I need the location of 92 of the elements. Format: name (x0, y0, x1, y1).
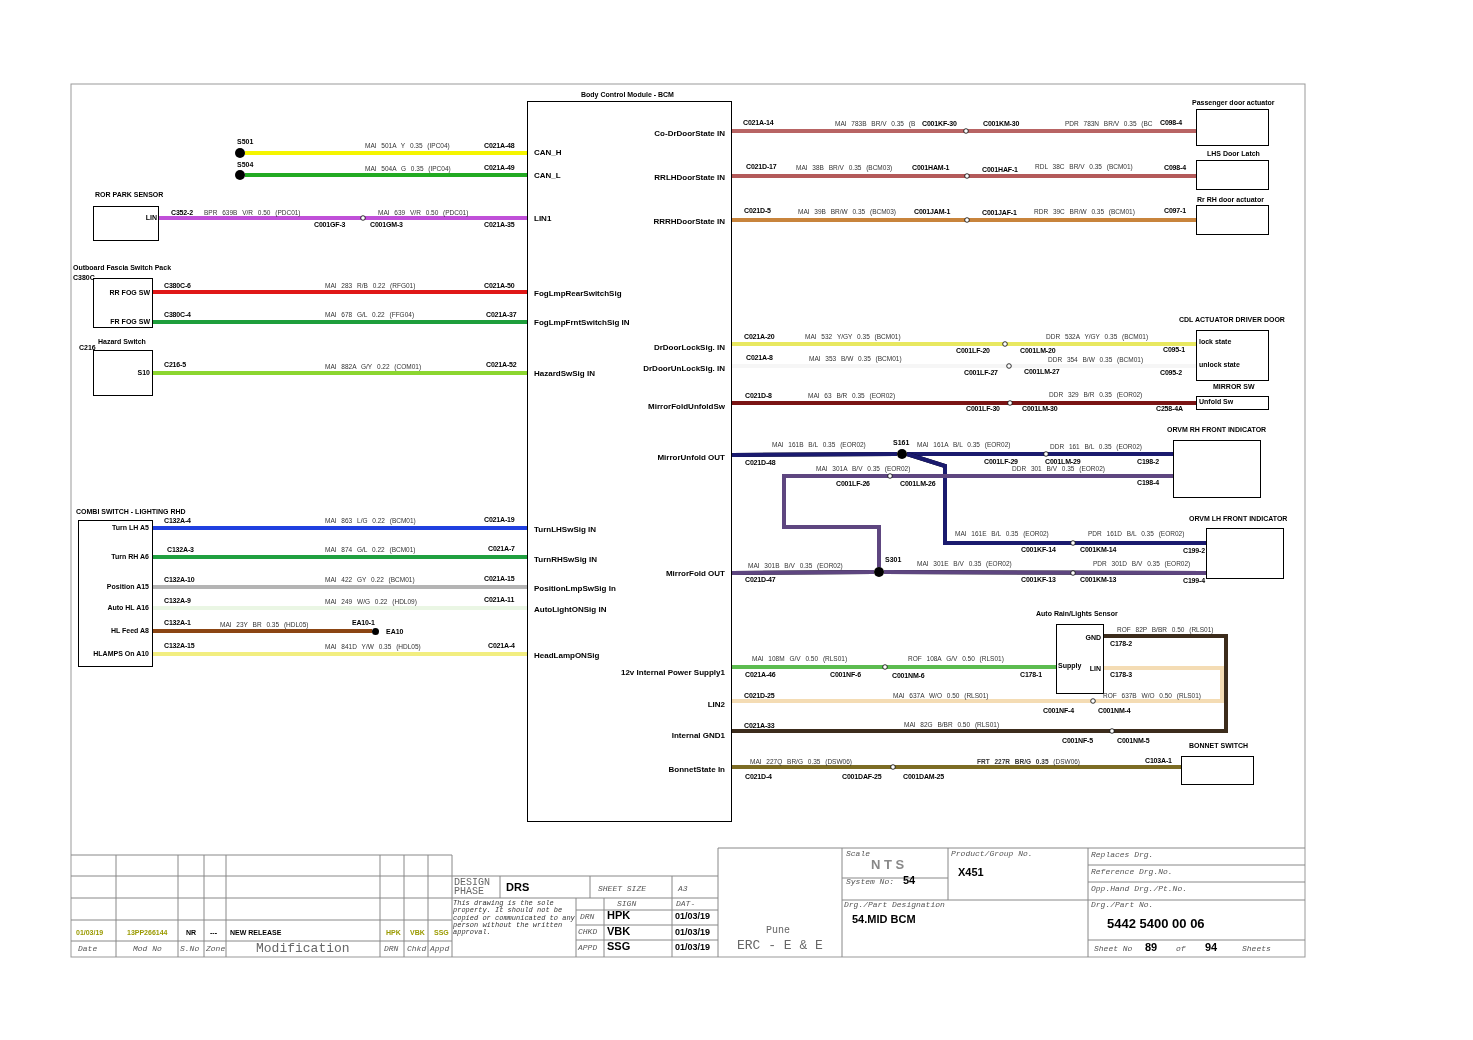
wire (732, 218, 1196, 222)
title-block-text: Opp.Hand Drg./Pt.No. (1091, 885, 1187, 893)
title-block-text: 89 (1145, 942, 1158, 953)
wire (732, 634, 1228, 733)
title-block-text: SSG (607, 941, 631, 952)
pin-label: FogLmpRearSwitchSig (528, 288, 640, 300)
title-block-text: S.No (180, 945, 200, 953)
title-block-text: Reference Drg.No. (1091, 868, 1173, 876)
title-block-text: Sheet No (1094, 945, 1133, 953)
title-block-text: Pune (766, 926, 790, 936)
pin-label: HazardSwSig IN (528, 368, 640, 380)
pin-label: MirrorFold OUT (593, 568, 733, 580)
splice-point (235, 148, 245, 158)
pin-label: BonnetState In (593, 764, 733, 776)
wire (153, 320, 527, 324)
title-block-text: X451 (958, 867, 984, 878)
wire (153, 629, 372, 633)
title-block-text: Drg./Part Designation (844, 901, 945, 909)
title-block-text: CHKD (578, 928, 598, 936)
pin-label: Internal GND1 (593, 730, 733, 742)
splice-point (897, 449, 907, 459)
pin-label: AutoLightONSig IN (528, 604, 640, 616)
title-block-text: Chkd (407, 945, 427, 953)
title-block-text: 94 (1205, 942, 1218, 953)
wire (884, 570, 1206, 575)
title-block-text: Product/Group No. (951, 850, 1033, 858)
title-block-text: SHEET SIZE (598, 885, 646, 893)
title-block-text: A3 (678, 885, 688, 893)
wire (732, 342, 1196, 346)
title-block-text: DESIGN PHASE (454, 878, 491, 896)
pin-label: FogLmpFrntSwitchSig IN (528, 317, 640, 329)
title-block-text: of (1176, 945, 1186, 953)
title-block-text: 54 (903, 875, 916, 886)
title-block-text: Mod No (133, 945, 162, 953)
title-block-text: System No: (846, 878, 894, 886)
wire (732, 129, 1196, 133)
title-block-text: DRN (384, 945, 399, 953)
title-block-text: 01/03/19 (675, 928, 711, 937)
title-block-text: SIGN (617, 900, 637, 908)
wire (732, 401, 1196, 405)
title-block-text: VBK (607, 926, 631, 937)
pin-label: HeadLampONSig (528, 650, 640, 662)
wire (153, 526, 527, 530)
wire (159, 216, 527, 220)
title-block-text: DAT- (676, 900, 696, 908)
title-block-text: Appd (430, 945, 450, 953)
splice-point (235, 170, 245, 180)
title-block-text: DRN (580, 913, 595, 921)
wire (907, 452, 1173, 456)
title-block-text: Sheets (1242, 945, 1271, 953)
title-block-text: DRS (506, 882, 530, 893)
title-block-text: 01/03/19 (675, 912, 711, 921)
wire (153, 585, 527, 589)
pin-label: CAN_H (528, 147, 640, 159)
wire (153, 371, 527, 375)
wire (245, 151, 527, 155)
title-block-text: Replaces Drg. (1091, 851, 1154, 859)
wire (153, 555, 527, 559)
wire (782, 474, 1173, 567)
pin-label: Co-DrDoorState IN (593, 128, 733, 140)
title-block-text: HPK (607, 910, 631, 921)
wire (732, 666, 1224, 703)
wire-end-terminal (372, 628, 379, 635)
pin-label: MirrorFoldUnfoldSw (593, 401, 733, 413)
title-block-text: Zone (206, 945, 226, 953)
pin-label: 12v Internal Power Supply1 (593, 667, 733, 679)
title-block-text: APPD (578, 944, 598, 952)
pin-label: DrDoorLockSig. IN (593, 342, 733, 354)
title-block-text: N T S (871, 858, 905, 871)
title-block-text: Date (78, 945, 98, 953)
pin-label: TurnRHSwSig IN (528, 554, 640, 566)
title-block-text: 5442 5400 00 06 (1107, 917, 1205, 930)
wire (732, 452, 897, 457)
wire (153, 652, 527, 656)
wire (732, 570, 874, 575)
pin-label: MirrorUnfold OUT (593, 452, 733, 464)
wire (153, 290, 527, 294)
wire (245, 173, 527, 177)
wire (732, 174, 1196, 178)
title-block-text: Drg./Part No. (1091, 901, 1154, 909)
wire (732, 665, 1056, 669)
splice-point (874, 567, 884, 577)
pin-label: LIN2 (593, 699, 733, 711)
wire (732, 765, 1181, 769)
wire (906, 452, 1206, 545)
pin-label: TurnLHSwSig IN (528, 524, 640, 536)
title-block-text: Scale (846, 850, 870, 858)
title-block-text: 01/03/19 (675, 943, 711, 952)
pin-label: PositionLmpSwSig In (528, 583, 640, 595)
title-block-text: 54.MID BCM (852, 914, 916, 925)
title-block-text: ERC - E & E (737, 939, 823, 952)
title-block-text: Modification (256, 942, 350, 955)
